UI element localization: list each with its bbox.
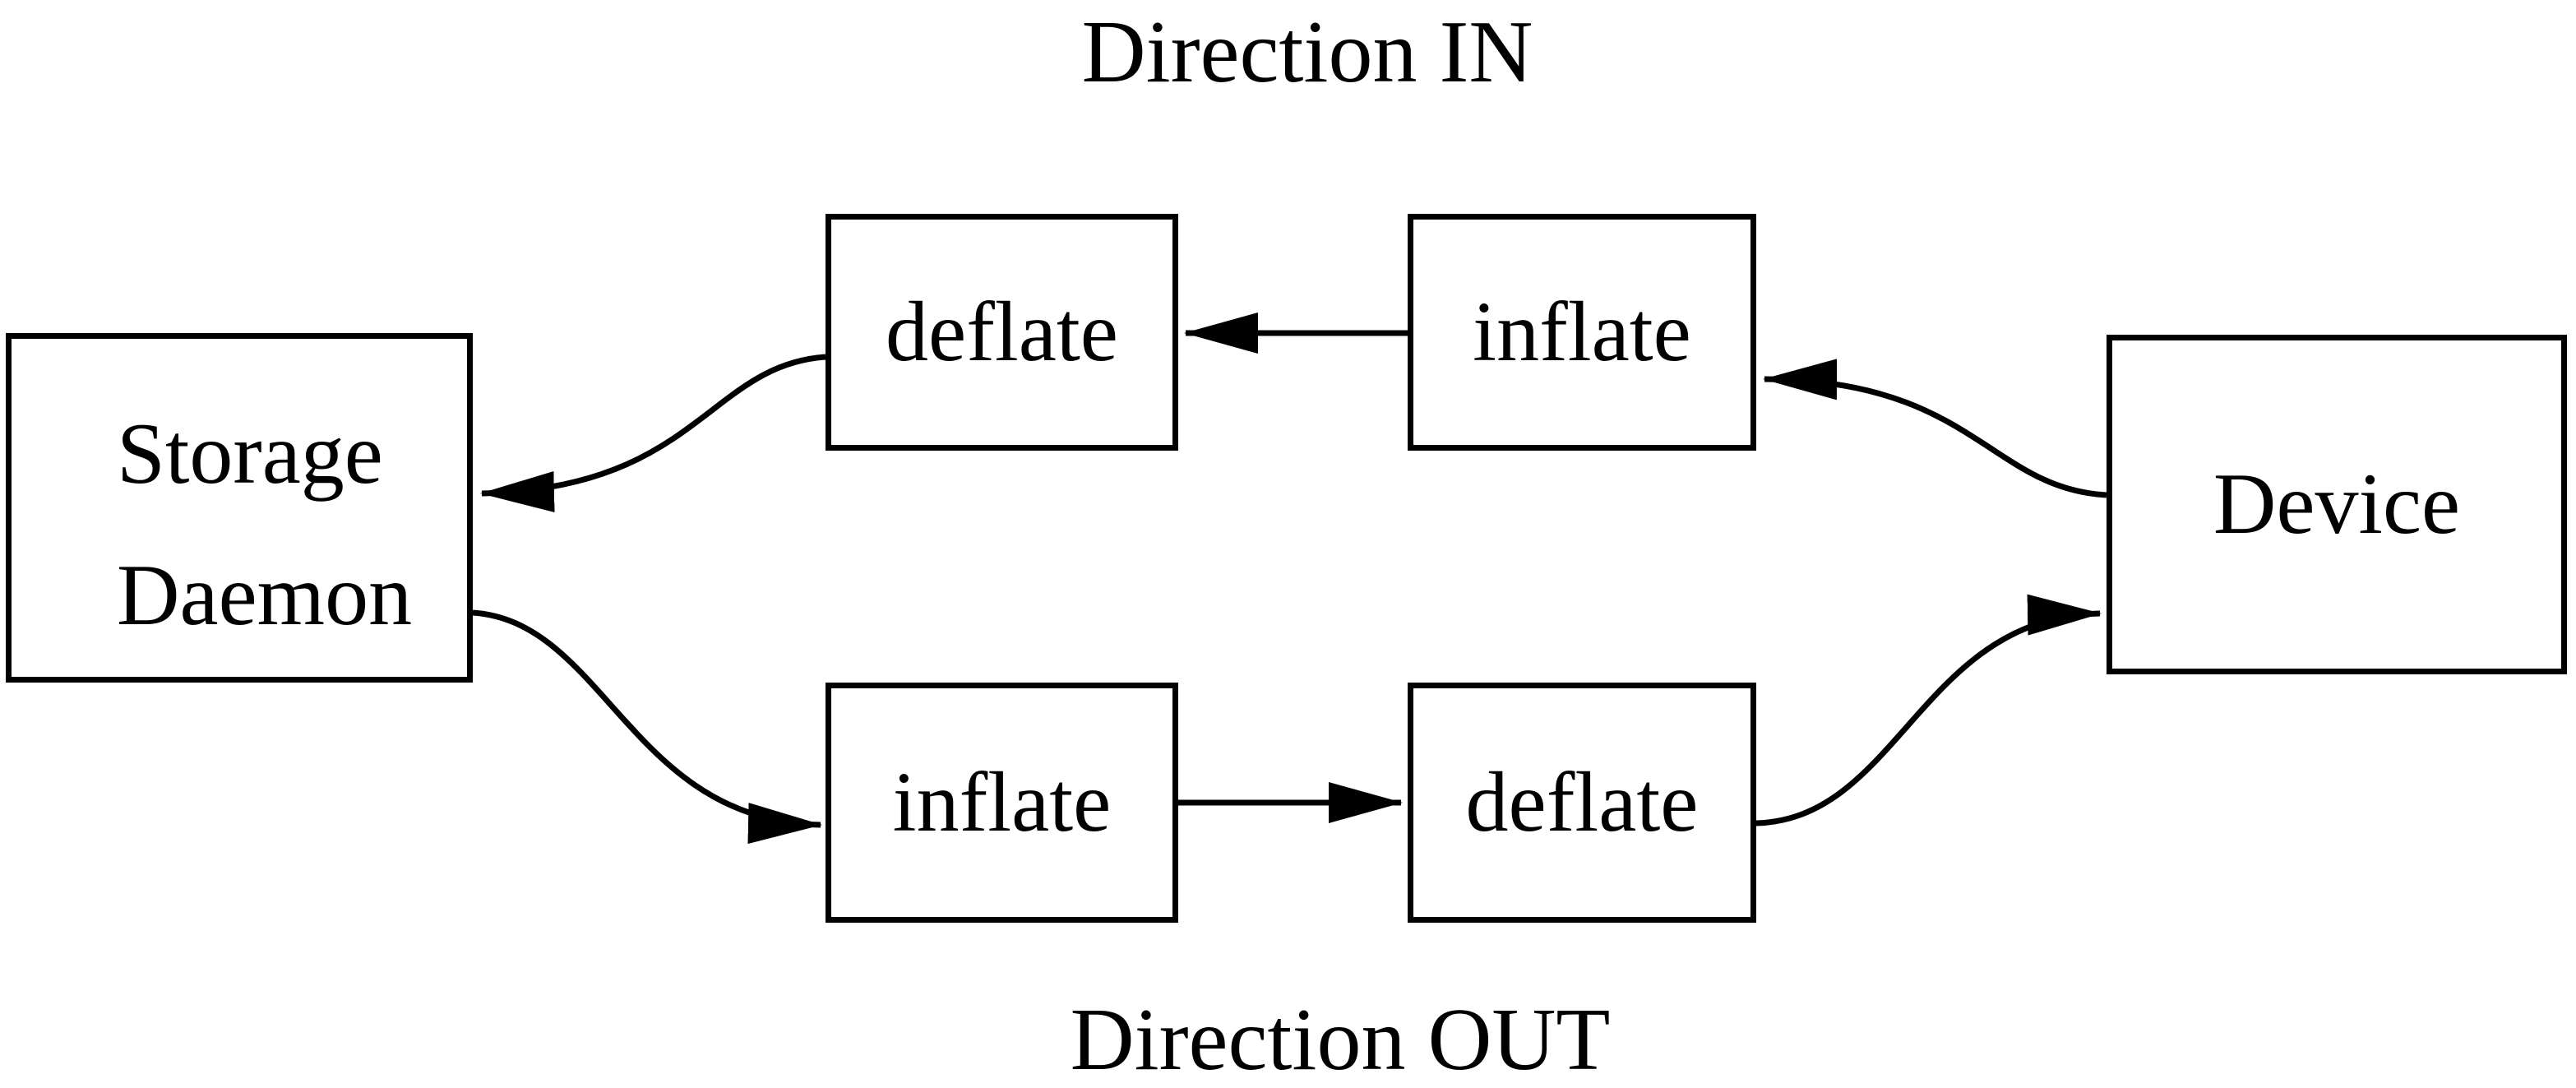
storage-daemon-label-line1: Storage — [117, 405, 383, 502]
title-direction-out: Direction OUT — [1070, 991, 1611, 1088]
device-label: Device — [2213, 456, 2461, 553]
out-inflate-node: inflate — [826, 683, 1178, 923]
in-deflate-node: deflate — [826, 214, 1178, 451]
title-direction-in: Direction IN — [1081, 3, 1533, 101]
out-deflate-label: deflate — [1465, 754, 1699, 850]
arrow-out-deflate-to-device — [1755, 594, 2102, 826]
arrow-out-storage-daemon-to-inflate — [472, 609, 822, 845]
out-inflate-label: inflate — [892, 754, 1112, 850]
storage-daemon-label-line2: Daemon — [117, 546, 413, 643]
in-deflate-label: deflate — [886, 284, 1118, 379]
in-inflate-node: inflate — [1408, 214, 1756, 451]
in-inflate-label: inflate — [1473, 284, 1691, 379]
out-deflate-node: deflate — [1408, 683, 1756, 923]
arrow-in-deflate-to-storage-daemon — [480, 354, 826, 512]
storage-daemon-node: Storage Daemon — [6, 333, 473, 683]
arrow-in-device-to-inflate — [1763, 359, 2107, 498]
device-node: Device — [2107, 335, 2567, 674]
